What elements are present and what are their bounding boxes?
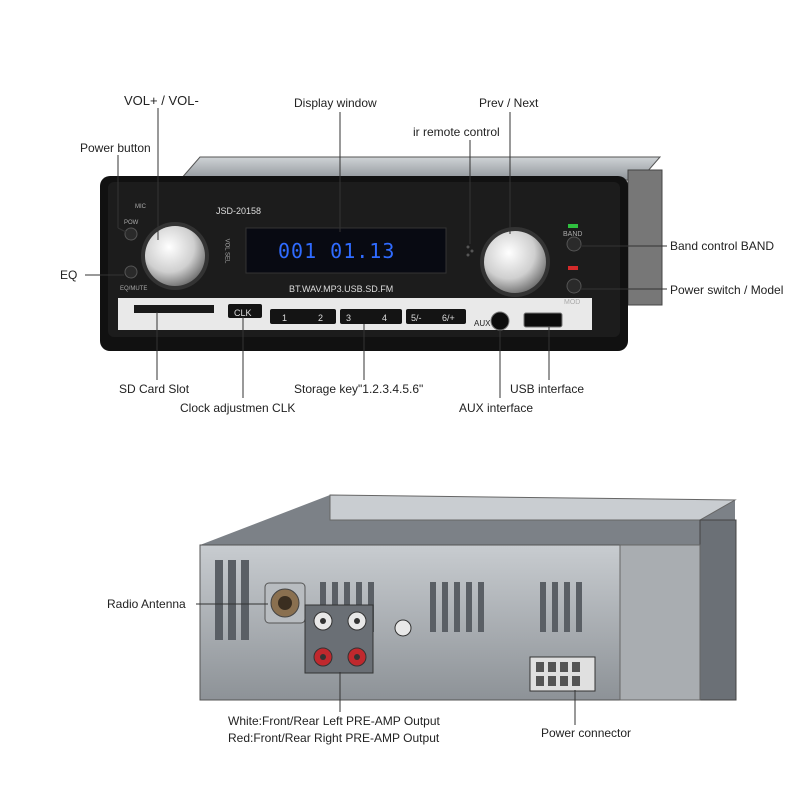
callout-power-button: Power button	[80, 141, 151, 155]
format-strip: BT.WAV.MP3.USB.SD.FM	[289, 284, 394, 294]
callout-storage-key: Storage key"1.2.3.4.5.6"	[294, 382, 424, 396]
mod-label: MOD	[564, 299, 581, 306]
callout-vol: VOL+ / VOL-	[124, 93, 199, 108]
key-row-shapes	[228, 304, 466, 324]
model-label: JSD-20158	[216, 206, 262, 216]
mod-button-shape	[566, 278, 582, 294]
front-leader-lines	[85, 108, 667, 398]
prev-next-knob	[480, 227, 550, 297]
band-label: BAND	[563, 231, 583, 238]
callout-red-output: Red:Front/Rear Right PRE-AMP Output	[228, 731, 440, 745]
key-5[interactable]: 5/-	[411, 313, 422, 323]
band-led	[568, 224, 578, 228]
front-top-housing	[178, 156, 663, 306]
display-window	[245, 227, 447, 274]
callout-band: Band control BAND	[670, 239, 775, 253]
radio-antenna-socket	[264, 582, 306, 624]
key-2[interactable]: 2	[318, 313, 324, 323]
callout-display: Display window	[294, 96, 377, 110]
display-readout: 001 01.13	[278, 239, 396, 263]
mod-led	[568, 266, 578, 270]
extra-rca-jack	[394, 619, 412, 637]
key-1[interactable]: 1	[282, 313, 288, 323]
callout-ir: ir remote control	[413, 125, 500, 139]
callout-prev-next: Prev / Next	[479, 96, 539, 110]
callout-clock: Clock adjustmen CLK	[180, 401, 296, 415]
volume-knob	[141, 222, 209, 290]
eq-mute-label: EQ/MUTE	[120, 286, 148, 292]
aux-label: AUX	[474, 319, 491, 328]
callout-white-output: White:Front/Rear Left PRE-AMP Output	[228, 714, 440, 728]
key-4[interactable]: 4	[382, 313, 388, 323]
aux-jack-shape	[490, 311, 510, 331]
key-3[interactable]: 3	[346, 313, 352, 323]
key-clk[interactable]: CLK	[234, 308, 252, 318]
callout-power-switch: Power switch / Model	[670, 283, 784, 297]
callout-power-connector: Power connector	[541, 726, 632, 740]
band-button-shape	[566, 236, 582, 252]
rca-output-block	[304, 604, 374, 674]
vol-sel-label: VOL SEL	[223, 238, 230, 264]
callout-aux: AUX interface	[459, 401, 534, 415]
key-6[interactable]: 6/+	[442, 313, 455, 323]
callout-sd-slot: SD Card Slot	[119, 382, 190, 396]
pow-label: POW	[124, 220, 139, 226]
callout-antenna: Radio Antenna	[107, 597, 186, 611]
ir-sensor	[466, 245, 474, 257]
back-leader-lines	[196, 603, 576, 725]
mic-label: MIC	[135, 204, 146, 210]
power-button-shape	[124, 227, 138, 241]
callout-usb: USB interface	[510, 382, 585, 396]
eq-button-shape	[124, 265, 138, 279]
usb-port-shape	[523, 312, 563, 328]
sd-slot-shape	[134, 305, 214, 313]
power-connector-shape	[529, 656, 596, 692]
callout-eq: EQ	[60, 268, 78, 282]
